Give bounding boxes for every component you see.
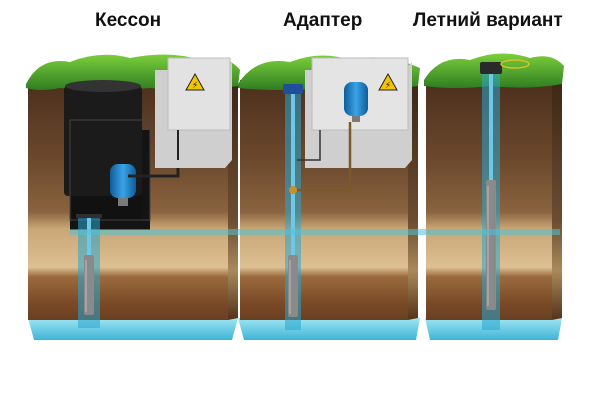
soil-side: [552, 72, 562, 320]
pitless-adapter: [289, 186, 297, 194]
electrical-cabinet: [167, 57, 231, 131]
title-caisson: Кессон: [95, 10, 162, 31]
pressure-tank: [344, 82, 368, 116]
riser-pipe: [489, 74, 493, 254]
lightning-icon: ⚡: [192, 81, 198, 91]
tank-valve: [118, 198, 128, 206]
adapter-outlet-pipe: [297, 122, 352, 192]
warning-sign-icon: [185, 72, 205, 91]
well-summer-block: [424, 53, 564, 340]
well-cap: [283, 84, 303, 94]
warning-sign-icon: [378, 72, 398, 91]
well-caisson-block: ⚡: [26, 54, 240, 340]
well-adapter-block: ⚡: [238, 55, 420, 340]
casing-head: [76, 214, 102, 218]
pressure-tank: [110, 164, 136, 198]
caisson-lid: [65, 80, 141, 92]
aquifer-water: [28, 318, 238, 340]
cable: [297, 130, 321, 161]
riser-pipe: [291, 94, 295, 264]
aquifer-water: [238, 318, 420, 340]
caisson-chamber-outline: [69, 119, 151, 221]
title-adapter: Адаптер: [283, 10, 363, 31]
riser-pipe: [87, 218, 91, 288]
well-cap: [480, 62, 502, 74]
title-summer: Летний вариант: [413, 10, 563, 31]
lightning-icon: ⚡: [385, 81, 391, 91]
water-level-line: [70, 229, 560, 235]
tank-valve: [352, 116, 360, 122]
hose: [500, 59, 530, 69]
